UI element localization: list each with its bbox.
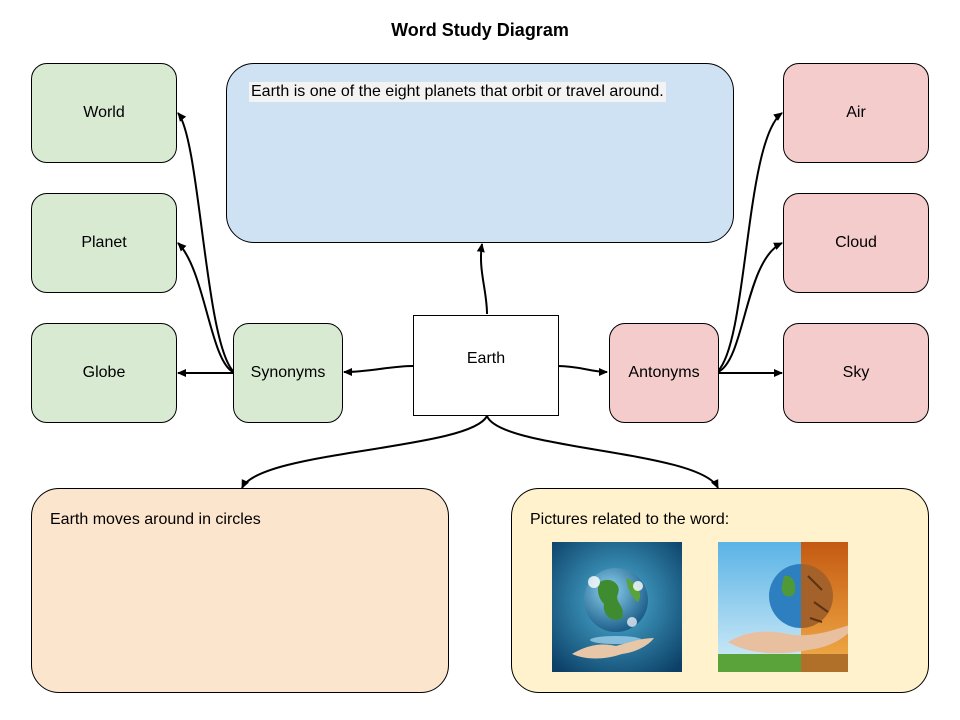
arrow-to-antonyms (557, 365, 608, 376)
definition-text: Earth is one of the eight planets that o… (249, 82, 666, 102)
center-word-node: Earth (413, 315, 559, 416)
definition-box: Earth is one of the eight planets that o… (226, 63, 734, 243)
synonym-globe: Globe (31, 323, 177, 423)
synonym-world: World (31, 63, 177, 163)
diagram-title: Word Study Diagram (391, 20, 569, 40)
synonym-planet: Planet (31, 193, 177, 293)
sentence-text: Earth moves around in circles (50, 511, 261, 528)
arrow-to-synonyms (343, 365, 414, 376)
pictures-label: Pictures related to the word: (530, 511, 730, 528)
arrow-to-definition (476, 243, 488, 315)
arrow-to-planet (177, 242, 234, 373)
antonym-sky: Sky (783, 323, 929, 423)
antonym-air: Air (783, 63, 929, 163)
synonyms-node: Synonyms (233, 323, 343, 423)
sentence-box: Earth moves around in circles (31, 488, 449, 693)
earth-in-hand-image (552, 542, 682, 672)
arrow-to-air (717, 112, 783, 372)
arrow-to-world (177, 112, 234, 372)
arrow-to-pictures (486, 415, 719, 489)
half-green-half-dry-earth-image (718, 542, 848, 672)
antonyms-node: Antonyms (609, 323, 719, 423)
arrow-to-sentence (241, 415, 488, 489)
arrow-to-cloud (717, 242, 783, 373)
antonym-cloud: Cloud (783, 193, 929, 293)
